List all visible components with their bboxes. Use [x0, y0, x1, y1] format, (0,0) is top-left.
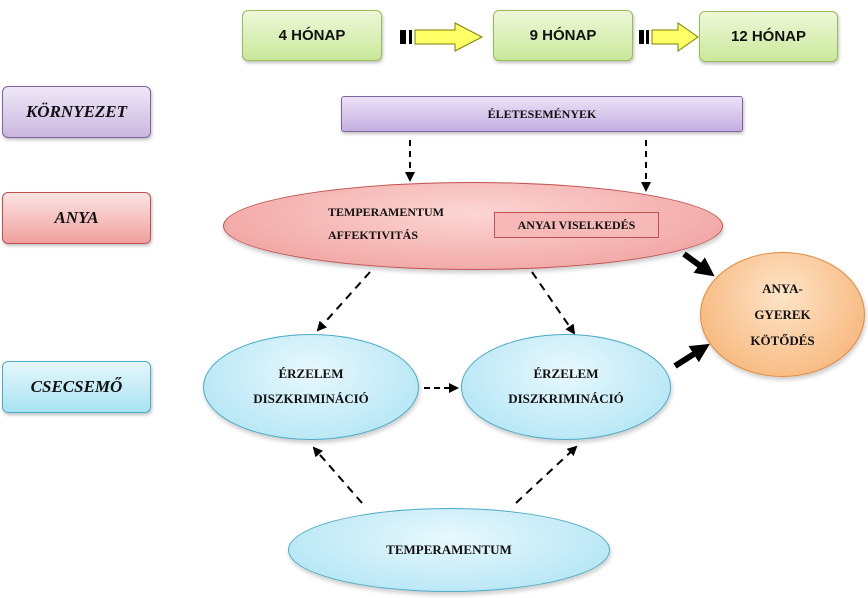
arrow-temperament-to-emotion1: [312, 446, 363, 504]
emotion-discrimination-9m-label: ÉRZELEM DISZKRIMINÁCIÓ: [508, 362, 624, 411]
infant-temperament-label: TEMPERAMENTUM: [386, 541, 512, 557]
attachment-line2: GYEREK: [754, 306, 811, 322]
emotion-discrimination-4m: ÉRZELEM DISZKRIMINÁCIÓ: [203, 334, 419, 440]
block-arrow-4-to-9: [400, 22, 484, 52]
life-events-label: ÉLETESEMÉNYEK: [487, 106, 597, 121]
maternal-behavior-label: ANYAI VISELKEDÉS: [517, 217, 636, 232]
level-environment-label: KÖRNYEZET: [25, 102, 128, 121]
mother-temperament-label: TEMPERAMENTUM AFFEKTIVITÁS: [328, 201, 444, 247]
emotion2-line2: DISZKRIMINÁCIÓ: [508, 391, 624, 406]
arrow-mother-to-emotion2: [531, 271, 576, 335]
timeline-4-months: 4 HÓNAP: [242, 10, 382, 61]
arrow-mother-to-emotion1: [316, 271, 371, 332]
life-events-box: ÉLETESEMÉNYEK: [341, 96, 743, 132]
emotion2-line1: ÉRZELEM: [533, 366, 599, 382]
level-environment: KÖRNYEZET: [2, 86, 151, 138]
timeline-4-months-label: 4 HÓNAP: [278, 27, 346, 44]
timeline-12-months: 12 HÓNAP: [699, 11, 838, 62]
emotion-discrimination-4m-label: ÉRZELEM DISZKRIMINÁCIÓ: [253, 362, 369, 411]
attachment-ellipse: ANYA- GYEREK KÖTŐDÉS: [700, 252, 865, 377]
level-infant: CSECSEMŐ: [2, 361, 151, 413]
emotion1-line1: ÉRZELEM: [278, 366, 344, 382]
timeline-9-months-label: 9 HÓNAP: [529, 27, 597, 44]
arrow-temperament-to-emotion2: [515, 445, 578, 504]
attachment-line1: ANYA-: [762, 280, 803, 296]
level-mother-label: ANYA: [54, 208, 99, 227]
arrow-emotion2-to-attachment: [673, 343, 710, 369]
level-mother: ANYA: [2, 192, 151, 244]
block-arrow-9-to-12: [639, 22, 699, 52]
infant-temperament-ellipse: TEMPERAMENTUM: [288, 508, 610, 592]
timeline-9-months: 9 HÓNAP: [493, 10, 633, 61]
arrow-mother-to-attachment: [682, 251, 715, 277]
timeline-12-months-label: 12 HÓNAP: [730, 28, 807, 45]
attachment-label: ANYA- GYEREK KÖTŐDÉS: [750, 276, 814, 354]
attachment-line3: KÖTŐDÉS: [750, 332, 815, 348]
mother-temperament-line1: TEMPERAMENTUM: [328, 205, 444, 219]
emotion1-line2: DISZKRIMINÁCIÓ: [253, 391, 369, 406]
emotion-discrimination-9m: ÉRZELEM DISZKRIMINÁCIÓ: [461, 334, 671, 440]
maternal-behavior-box: ANYAI VISELKEDÉS: [494, 212, 659, 238]
mother-temperament-line2: AFFEKTIVITÁS: [328, 227, 419, 242]
level-infant-label: CSECSEMŐ: [30, 377, 123, 396]
